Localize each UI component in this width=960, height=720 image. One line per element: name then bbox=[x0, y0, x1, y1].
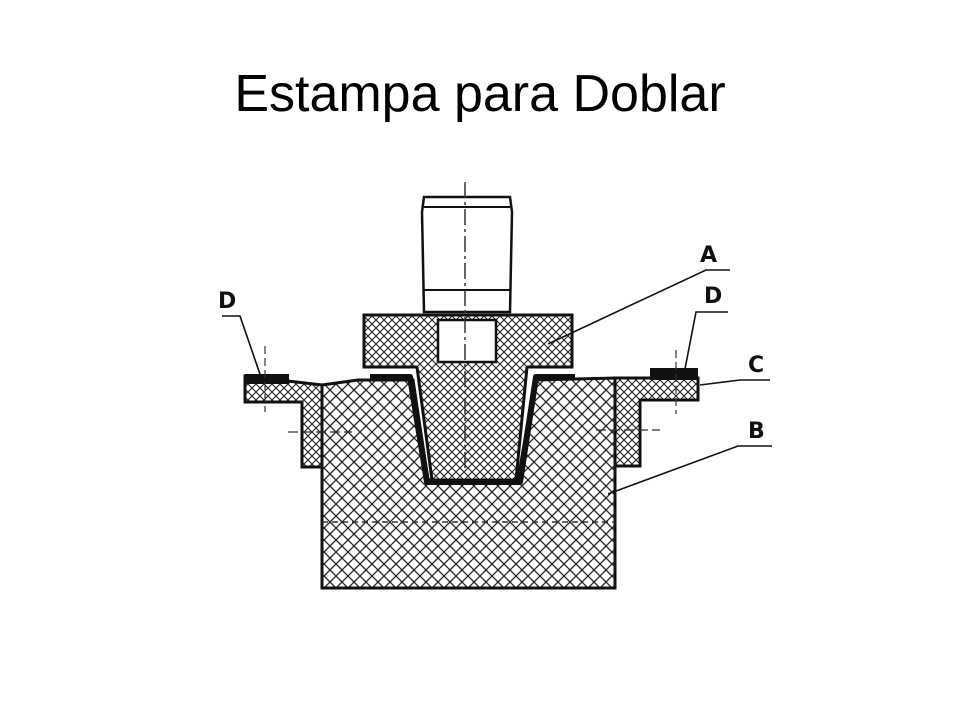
label-b: B bbox=[748, 419, 765, 444]
slide-title: Estampa para Doblar bbox=[234, 65, 726, 123]
punch-shank bbox=[420, 195, 514, 314]
bent-sheet bbox=[370, 374, 575, 485]
holder-left-c bbox=[243, 374, 324, 469]
label-c: C bbox=[748, 353, 764, 378]
shank-bore bbox=[436, 318, 498, 364]
stop-plate-left-d bbox=[245, 374, 289, 384]
leader-line-d-left bbox=[222, 315, 263, 381]
leader-line-a bbox=[547, 269, 730, 345]
label-a: A bbox=[700, 243, 717, 268]
label-d-left: D bbox=[218, 289, 236, 314]
leader-line-d-right bbox=[683, 311, 728, 375]
leader-line-c bbox=[699, 379, 770, 386]
holder-right-c bbox=[613, 376, 700, 468]
leader-line-b bbox=[607, 445, 772, 495]
stop-plate-right-d bbox=[650, 368, 698, 380]
label-d-right: D bbox=[704, 284, 722, 309]
